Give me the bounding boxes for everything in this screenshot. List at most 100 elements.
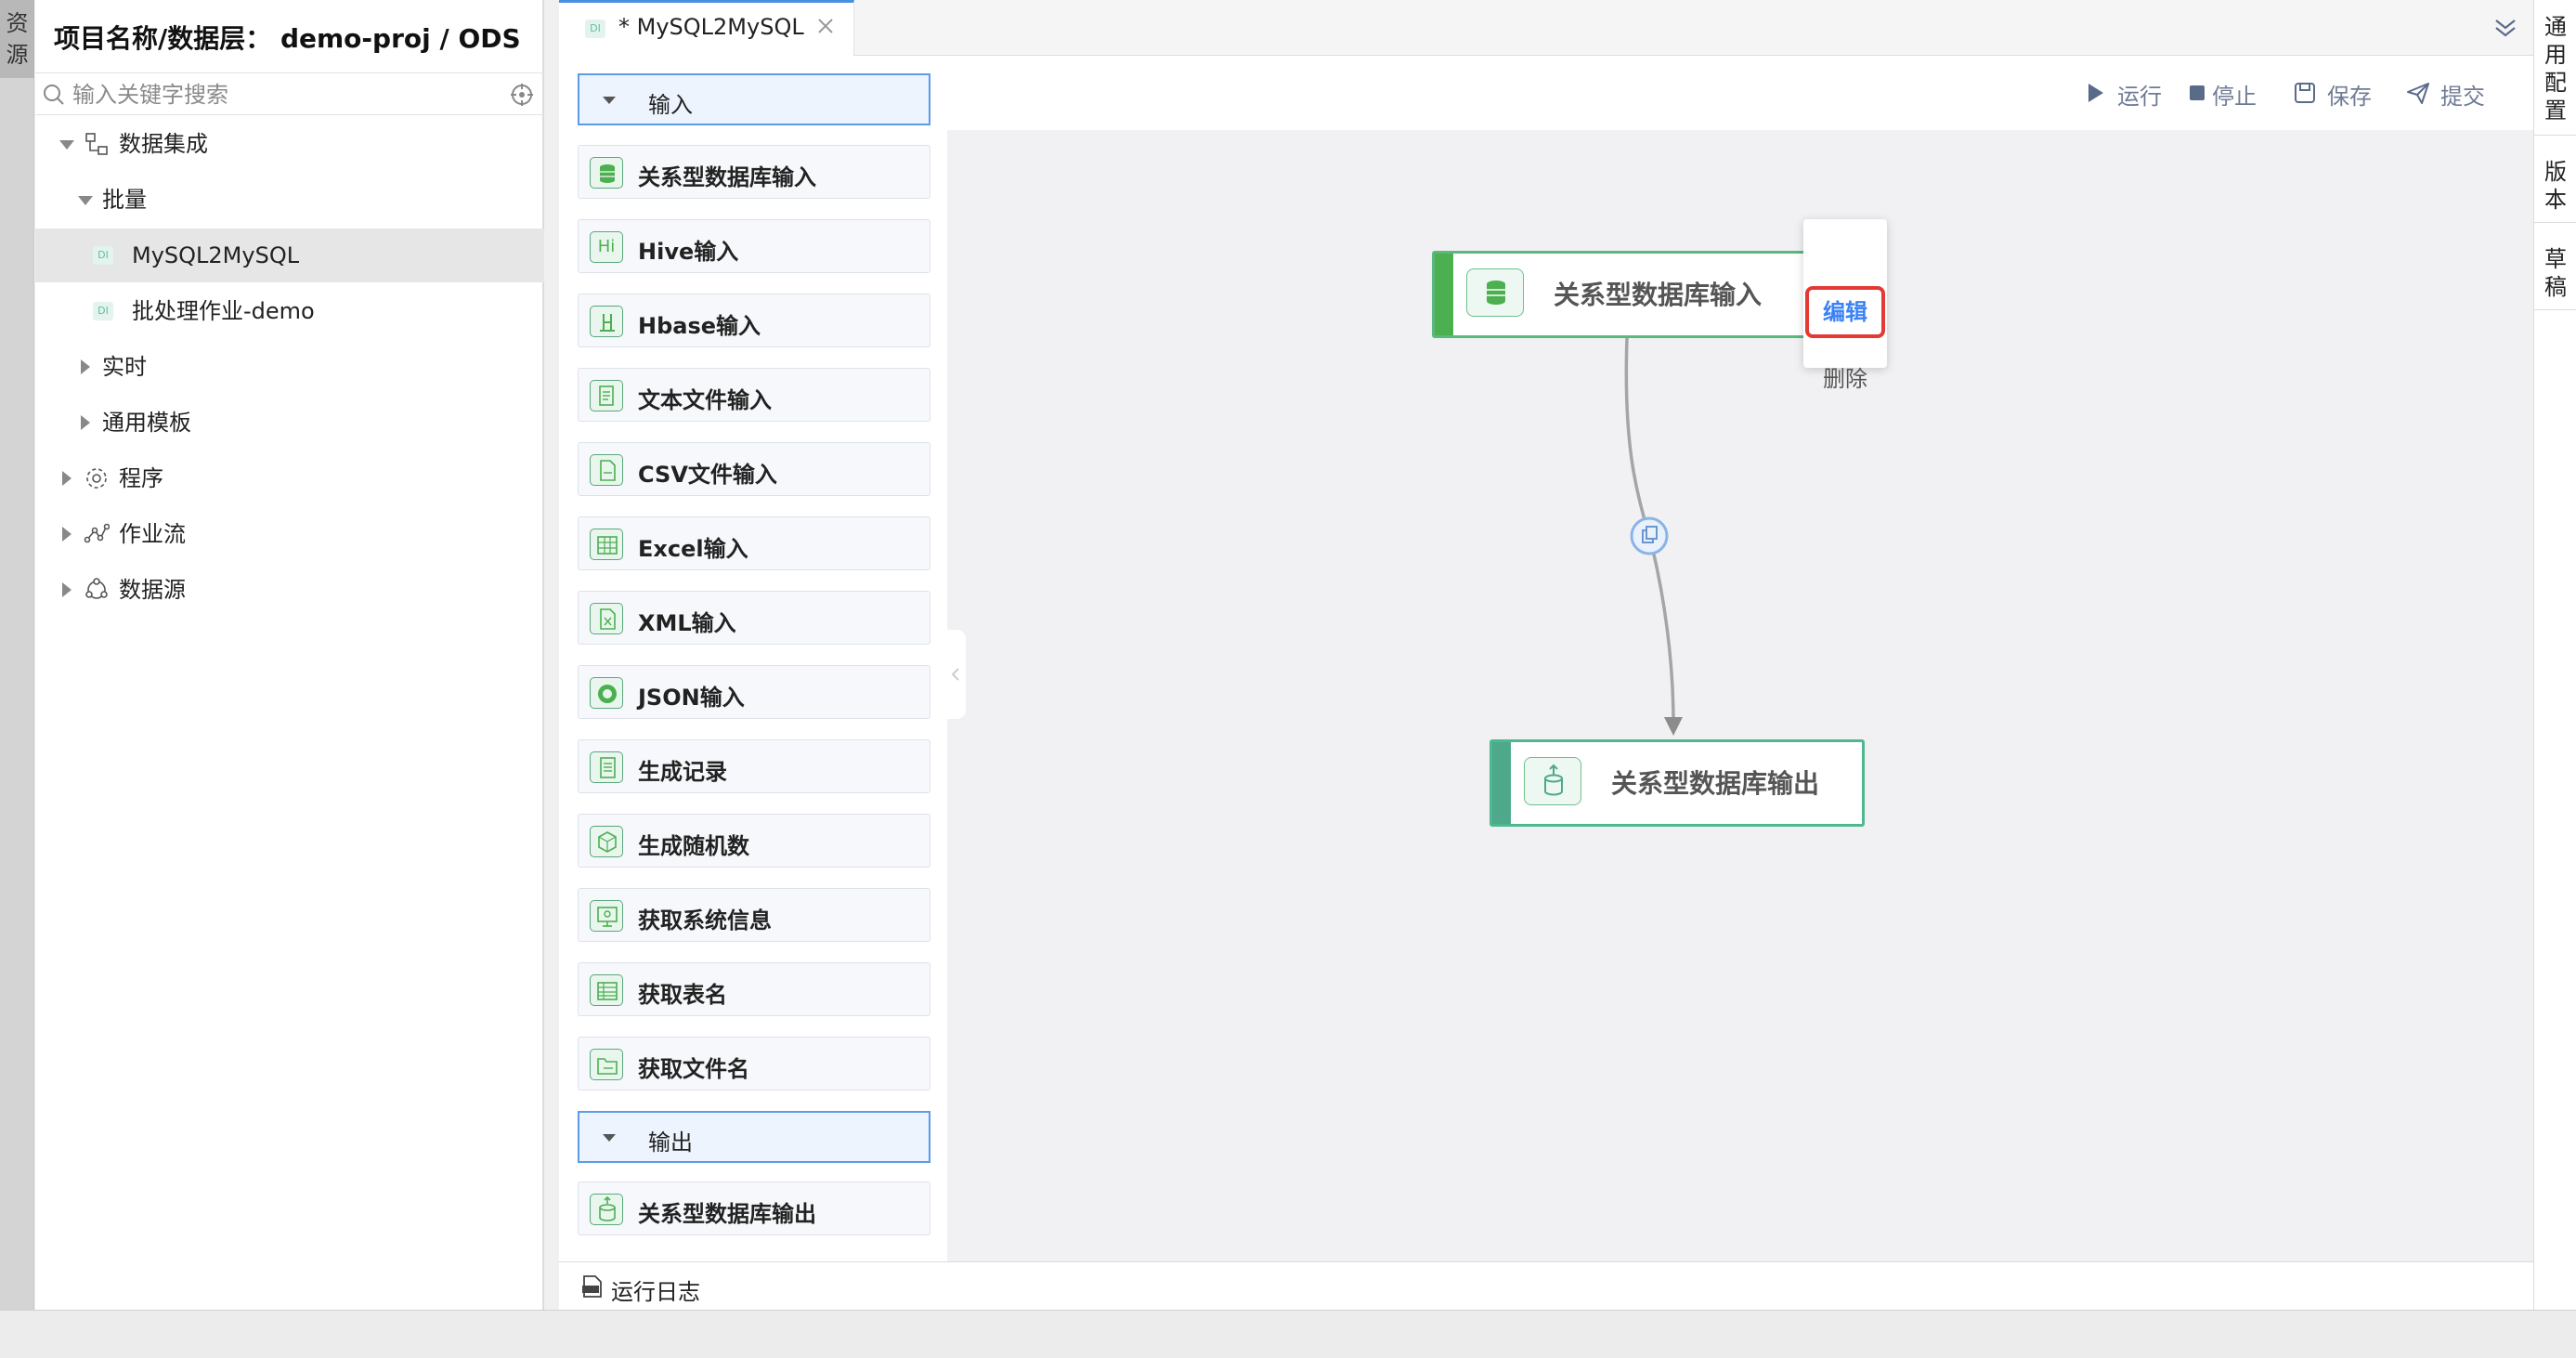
hive-icon: Hi: [590, 231, 623, 263]
run-log-label: 运行日志: [611, 1279, 700, 1305]
record-icon: [590, 751, 623, 783]
tree-item-general-template[interactable]: 通用模板: [35, 396, 544, 450]
tree-label: 程序: [119, 465, 163, 491]
canvas-toolbar: 运行 停止 保存 提交: [947, 56, 2533, 130]
node-rdb-input[interactable]: 关系型数据库输入: [1432, 251, 1820, 338]
palette-item-label: Excel输入: [638, 536, 748, 562]
caret-right-icon[interactable]: [76, 396, 95, 450]
database-output-icon: [1524, 757, 1581, 805]
stop-icon: [2190, 85, 2205, 100]
excel-icon: [590, 529, 623, 560]
status-bar: [0, 1310, 2576, 1358]
node-rdb-output[interactable]: 关系型数据库输出: [1490, 739, 1865, 827]
palette-item-label: 文本文件输入: [638, 387, 772, 413]
node-accent-bar: [1492, 742, 1511, 824]
version-tab[interactable]: 版本: [2534, 149, 2576, 223]
database-output-icon: [590, 1194, 623, 1225]
tree-item-data-integration[interactable]: 数据集成: [35, 117, 544, 171]
palette-item-excel-input[interactable]: Excel输入: [578, 516, 930, 570]
group-header-output[interactable]: 输出: [578, 1111, 930, 1163]
caret-right-icon[interactable]: [58, 507, 76, 561]
tree-label: 通用模板: [102, 410, 191, 436]
flow-canvas[interactable]: 运行 停止 保存 提交: [947, 56, 2533, 1261]
palette-item-system-info[interactable]: 获取系统信息: [578, 888, 930, 942]
rail-label: 草稿: [2544, 246, 2567, 300]
random-icon: [590, 826, 623, 857]
palette-item-label: 生成记录: [638, 759, 727, 785]
play-icon: [2088, 84, 2103, 102]
tree-item-batch-demo[interactable]: DI 批处理作业-demo: [35, 284, 544, 338]
tree-item-realtime[interactable]: 实时: [35, 340, 544, 394]
close-icon[interactable]: [815, 16, 836, 36]
right-rail: 通用配置 版本 草稿: [2533, 0, 2576, 1310]
tree-label: MySQL2MySQL: [132, 242, 300, 268]
file-name-icon: [590, 1049, 623, 1080]
palette-item-file-name[interactable]: 获取文件名: [578, 1037, 930, 1090]
submit-label: 提交: [2440, 84, 2485, 110]
double-chevron-down-icon[interactable]: [2491, 13, 2520, 43]
delete-menu-item[interactable]: 删除: [1823, 366, 1867, 392]
locate-icon[interactable]: [509, 82, 535, 108]
palette-item-rdb-output[interactable]: 关系型数据库输出: [578, 1182, 930, 1235]
flow-connection: [1624, 337, 1683, 736]
edit-menu-item[interactable]: 编辑: [1805, 286, 1885, 338]
log-icon: [582, 1275, 602, 1298]
caret-down-icon[interactable]: [76, 173, 95, 227]
xml-icon: [590, 603, 623, 634]
caret-right-icon[interactable]: [58, 563, 76, 617]
json-icon: [590, 677, 623, 709]
palette-item-label: Hive输入: [638, 239, 739, 265]
datasource-icon: [85, 578, 108, 599]
system-info-icon: [590, 900, 623, 932]
palette-item-label: 关系型数据库输入: [638, 164, 816, 190]
group-label: 输出: [648, 1129, 693, 1156]
group-label: 输入: [648, 92, 693, 118]
tree-item-batch[interactable]: 批量: [35, 173, 544, 227]
caret-right-icon[interactable]: [58, 451, 76, 505]
palette-item-label: JSON输入: [638, 685, 745, 711]
text-file-icon: [590, 380, 623, 411]
rail-label: 通用配置: [2544, 14, 2567, 124]
palette-item-label: Hbase输入: [638, 313, 761, 339]
stop-label: 停止: [2212, 84, 2257, 110]
run-log-bar[interactable]: 运行日志: [559, 1261, 2533, 1310]
palette-item-generate-records[interactable]: 生成记录: [578, 739, 930, 793]
left-rail: 资源: [0, 0, 34, 1310]
palette-item-text-file-input[interactable]: 文本文件输入: [578, 368, 930, 422]
database-icon: [590, 157, 623, 189]
hbase-icon: [590, 306, 623, 337]
resource-rail-tab[interactable]: 资源: [0, 0, 34, 78]
palette-item-random-number[interactable]: 生成随机数: [578, 814, 930, 868]
palette-item-rdb-input[interactable]: 关系型数据库输入: [578, 145, 930, 199]
tree-item-mysql2mysql[interactable]: DI MySQL2MySQL: [35, 229, 544, 282]
hive-icon-text: Hi: [597, 237, 616, 256]
palette-item-xml-input[interactable]: XML输入: [578, 591, 930, 645]
tree-item-datasource[interactable]: 数据源: [35, 563, 544, 617]
palette-item-label: 获取系统信息: [638, 908, 772, 934]
palette-item-csv-input[interactable]: CSV文件输入: [578, 442, 930, 496]
tree-label: 批量: [102, 187, 147, 213]
flow-icon: [85, 133, 108, 155]
general-config-tab[interactable]: 通用配置: [2534, 9, 2576, 136]
tree-item-workflow[interactable]: 作业流: [35, 507, 544, 561]
node-context-menu: 编辑 删除: [1803, 219, 1887, 392]
tab-mysql2mysql[interactable]: DI * MySQL2MySQL: [559, 0, 854, 56]
di-badge-icon: DI: [585, 20, 605, 38]
group-header-input[interactable]: 输入: [578, 73, 930, 125]
palette-item-json-input[interactable]: JSON输入: [578, 665, 930, 719]
caret-down-icon[interactable]: [58, 117, 76, 171]
csv-file-icon: [590, 454, 623, 486]
palette-item-hive-input[interactable]: Hi Hive输入: [578, 219, 930, 273]
search-icon: [44, 85, 64, 105]
caret-right-icon[interactable]: [76, 340, 95, 394]
palette-item-hbase-input[interactable]: Hbase输入: [578, 294, 930, 347]
tab-label: * MySQL2MySQL: [618, 14, 804, 40]
draft-tab[interactable]: 草稿: [2534, 236, 2576, 310]
tree-item-program[interactable]: 程序: [35, 451, 544, 505]
palette-collapse-handle[interactable]: [947, 630, 966, 719]
palette-item-table-name[interactable]: 获取表名: [578, 962, 930, 1016]
search-input[interactable]: [72, 80, 500, 110]
palette-item-label: XML输入: [638, 610, 736, 636]
palette-item-label: 生成随机数: [638, 833, 749, 859]
search-bar: [35, 72, 544, 115]
